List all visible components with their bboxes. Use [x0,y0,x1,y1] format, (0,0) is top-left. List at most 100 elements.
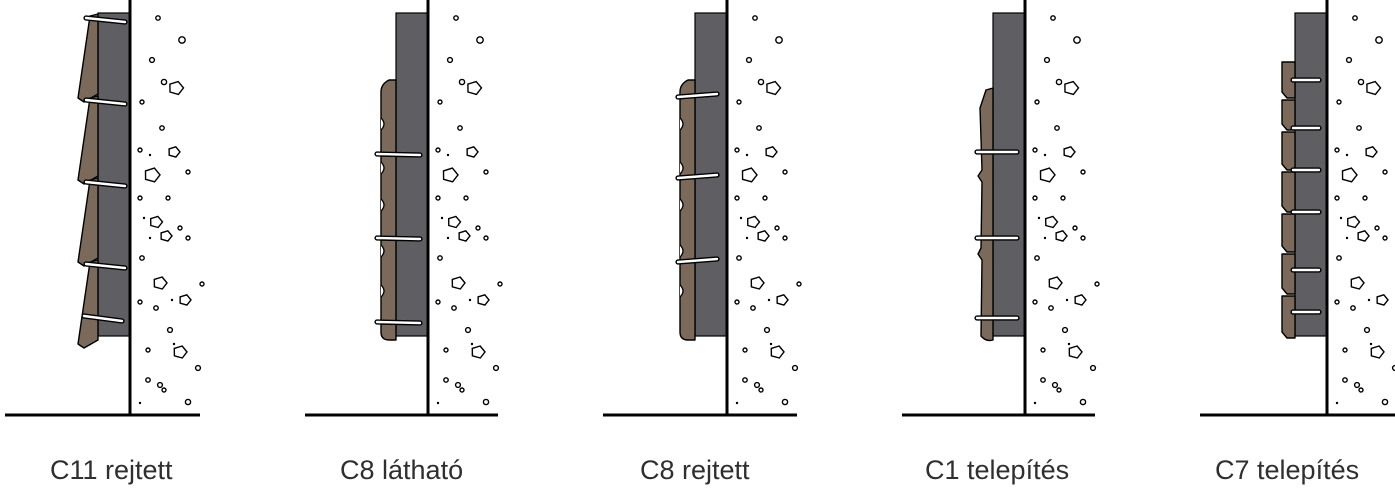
siding-body [380,79,397,341]
stone [149,215,164,229]
pebble [736,99,742,105]
stone [466,145,479,158]
pebble [1356,125,1362,131]
stone [741,167,758,183]
wall-board-4 [992,12,1026,337]
pebble [178,36,186,44]
pebble-dot [446,236,450,240]
pebble-dot [1335,401,1339,405]
nail-core-c11-3 [84,262,127,270]
stone [160,229,173,242]
pebble [753,381,761,389]
pebble [1382,169,1388,175]
pebble-dot [1033,401,1037,405]
caption-c7-telepites: C7 telepítés [1215,455,1360,485]
pebble [457,125,463,131]
groove-1 [679,161,684,175]
pebble [742,377,748,383]
pebble [483,235,489,241]
pebble [1050,15,1056,21]
pebble [1048,305,1054,311]
stone [746,215,761,229]
pebble [758,387,764,393]
siding-board [77,259,99,349]
pebble [763,326,771,334]
siding-step [1281,253,1296,295]
stone [179,293,192,306]
groove-3 [380,244,385,258]
pebble [435,299,441,305]
groove-3 [679,244,684,258]
wall-board-5 [1294,12,1328,337]
stone [1370,345,1385,359]
groove-1 [380,161,385,175]
pebble [155,15,161,21]
pebble [1089,364,1097,372]
stone [770,345,785,359]
pebble-dot [170,298,174,302]
pebble [184,398,192,406]
groove-2 [679,198,684,212]
pebble-dot [468,298,472,302]
cladding-2 [374,79,423,341]
stone [1074,293,1087,306]
pebble [161,387,167,393]
stone [471,345,486,359]
pebble [177,225,183,231]
stone [442,167,459,183]
pebble [1345,56,1353,64]
pebble [459,387,465,393]
siding-board [77,13,99,103]
caption-c8-lathato: C8 látható [340,455,464,485]
pebble [159,125,165,131]
caption-c11-rejtett: C11 rejtett [50,455,173,485]
pebble [446,56,454,64]
pebble [199,281,205,287]
stone [1068,345,1083,359]
pebble [1034,255,1040,261]
pebble [1079,398,1087,406]
stone [1055,229,1068,242]
pebble [165,195,171,201]
pebble [160,78,168,86]
panel-4 [902,0,1100,417]
pebble-dot [142,216,146,220]
gravel-5 [1334,15,1395,406]
pebble [476,36,484,44]
pebble [756,125,762,131]
stone [1376,293,1389,306]
groove-2 [380,198,385,212]
pebble [145,377,151,383]
pebble [1352,15,1358,21]
pebble [1094,281,1100,287]
pebble-dot [436,401,440,405]
pebble [137,299,143,305]
cladding-1 [77,13,128,349]
pebble [443,377,449,383]
cladding-4 [974,87,1020,342]
stone [1357,229,1370,242]
pebble [1040,347,1046,353]
stone [1350,276,1365,290]
pebble [1336,99,1342,105]
pebble [1032,195,1038,201]
stone [765,145,778,158]
pebble [781,398,789,406]
gravel-4 [1032,15,1100,406]
cladding-5 [1281,61,1322,339]
pebble [1342,347,1348,353]
pebble [437,255,443,261]
pebble [148,56,156,64]
pebble [1334,147,1340,153]
pebble [435,147,441,153]
gravel-3 [734,15,802,406]
pebble [1357,78,1365,86]
pebble-dot [172,342,176,346]
nail-core-c11-0 [84,16,127,24]
pebble [139,99,145,105]
pebble [1334,195,1340,201]
caption-c1-telepites: C1 telepítés [925,455,1070,485]
pebble [497,281,503,287]
pebble [166,326,174,334]
stone [1064,80,1080,96]
